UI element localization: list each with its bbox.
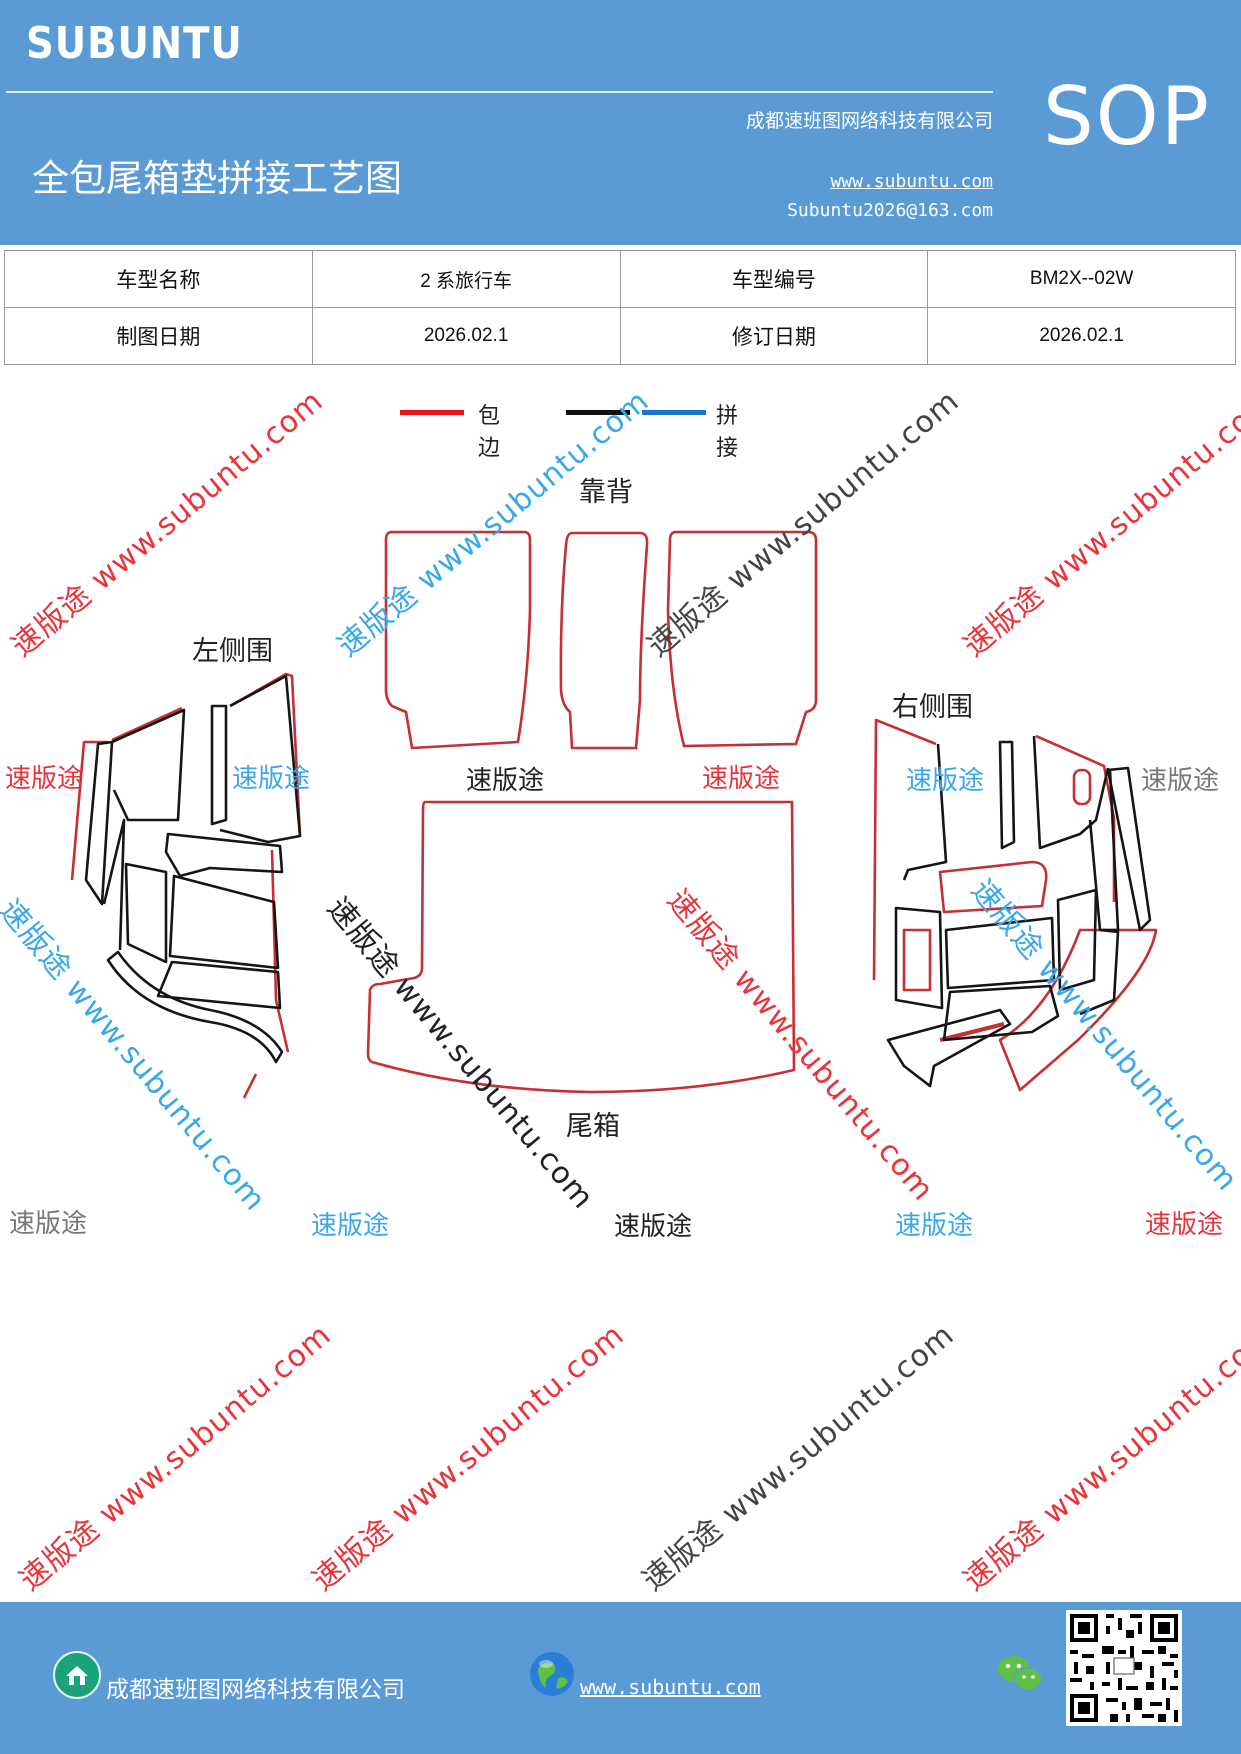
watermark: 速版途 — [1145, 1210, 1224, 1240]
watermark: 速版途 — [702, 764, 781, 794]
brand-logo: SUBUNTU — [26, 18, 243, 69]
value-draw-date: 2026.02.1 — [311, 307, 621, 365]
left-side-edge-3 — [229, 672, 302, 837]
trunk-floor-panel — [366, 800, 796, 1094]
left-side-label: 左侧围 — [192, 636, 273, 667]
right-strip-4 — [1106, 766, 1152, 932]
right-strip-1 — [902, 743, 948, 881]
globe-icon — [530, 1652, 574, 1696]
left-side-edge-2 — [111, 706, 183, 742]
right-side-patch — [938, 860, 1048, 914]
right-side-edge-3 — [998, 928, 1158, 1092]
document-title: 全包尾箱垫拼接工艺图 — [32, 157, 402, 200]
watermark: 速版途 — [906, 766, 985, 796]
left-side-edge-4 — [270, 849, 290, 1053]
value-model-name: 2 系旅行车 — [311, 250, 621, 308]
right-inner-7 — [1079, 928, 1120, 1016]
right-inner-4 — [1056, 888, 1098, 992]
left-side-edge-5 — [242, 1073, 258, 1099]
backrest-label: 靠背 — [579, 477, 633, 508]
right-inner-3 — [944, 916, 1056, 990]
left-side-edge-1 — [70, 740, 108, 881]
legend-black-line — [566, 410, 630, 415]
watermark: 速版途 — [1141, 766, 1220, 796]
right-side-edge-1 — [872, 718, 937, 981]
left-strip-4 — [219, 674, 302, 844]
legend-seam-line — [642, 410, 706, 415]
right-inner-6 — [886, 1008, 1012, 1088]
sop-badge: SOP — [1043, 70, 1211, 163]
watermark: 速版途 — [614, 1212, 693, 1242]
left-strip-1 — [84, 740, 114, 906]
footer-website-link[interactable]: www.subuntu.com — [580, 1675, 761, 1699]
watermark: 速版途 — [9, 1209, 88, 1239]
legend-seam-label: 拼接 — [716, 404, 739, 461]
footer-company: 成都速班图网络科技有限公司 — [106, 1677, 405, 1703]
left-inner-5 — [106, 950, 284, 1064]
right-side-edge-2 — [1035, 734, 1116, 902]
left-inner-4 — [156, 960, 282, 1010]
right-inner-5 — [942, 984, 1060, 1042]
home-icon — [53, 1651, 101, 1699]
legend-edge-line — [400, 410, 464, 415]
trunk-label: 尾箱 — [566, 1111, 620, 1142]
value-revise-date: 2026.02.1 — [927, 307, 1236, 365]
vehicle-info-table: 车型名称 2 系旅行车 车型编号 BM2X--02W 制图日期 2026.02.… — [4, 250, 1236, 365]
watermark: 速版途 — [5, 764, 84, 794]
watermark: 速版途 — [311, 1211, 390, 1241]
company-name: 成都速班图网络科技有限公司 — [745, 110, 993, 132]
right-inner-2 — [902, 928, 932, 992]
label-revise-date: 修订日期 — [619, 307, 929, 365]
backrest-right-panel — [666, 530, 818, 748]
qr-code — [1066, 1610, 1182, 1726]
table-row: 制图日期 2026.02.1 修订日期 2026.02.1 — [4, 307, 1236, 365]
label-model-name: 车型名称 — [4, 250, 313, 308]
right-strip-2 — [998, 740, 1016, 850]
left-strip-3 — [210, 704, 228, 826]
backrest-center-panel — [559, 531, 649, 750]
legend-edge-label: 包边 — [478, 404, 501, 461]
header-divider — [6, 91, 993, 93]
wechat-icon — [998, 1656, 1043, 1691]
backrest-left-panel — [384, 530, 532, 750]
right-side-slot — [1072, 768, 1092, 806]
left-inner-6 — [102, 818, 126, 951]
email-link[interactable]: Subuntu2026@163.com — [787, 200, 993, 221]
website-link[interactable]: www.subuntu.com — [830, 171, 993, 192]
label-model-code: 车型编号 — [619, 250, 929, 308]
watermark: 速版途 — [466, 766, 545, 796]
watermark: 速版途 — [232, 764, 311, 794]
right-side-edge-4 — [939, 1022, 1005, 1042]
left-inner-2 — [124, 862, 168, 964]
left-inner-1 — [164, 832, 284, 878]
header-banner — [0, 0, 1241, 245]
watermark: 速版途 — [895, 1211, 974, 1241]
right-side-label: 右侧围 — [892, 692, 973, 723]
right-inner-1 — [894, 906, 944, 1010]
left-strip-2 — [111, 708, 186, 822]
label-draw-date: 制图日期 — [4, 307, 313, 365]
right-strip-3 — [1032, 735, 1110, 850]
left-inner-3 — [168, 874, 280, 970]
